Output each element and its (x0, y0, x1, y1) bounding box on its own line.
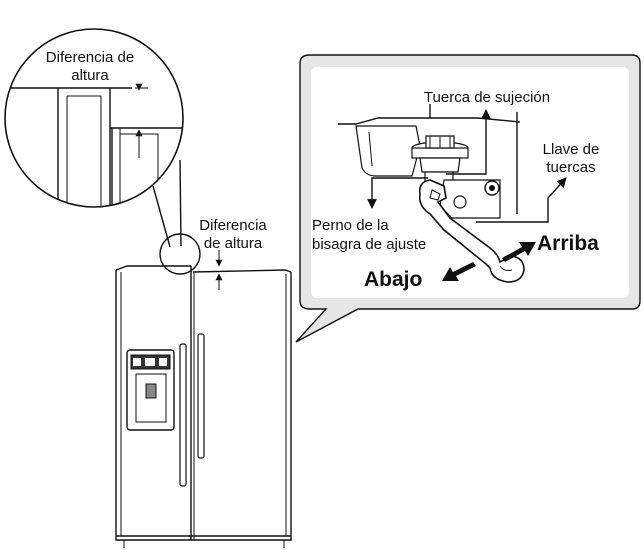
zoom-leader-right (179, 159, 182, 247)
down-arrow-icon (442, 262, 476, 281)
zoom-leader-left (152, 185, 171, 248)
nut-label: Tuerca de sujeción (424, 89, 550, 106)
right-handle (197, 333, 205, 459)
left-handle (179, 343, 187, 487)
up-label: Arriba (537, 232, 599, 255)
gap-label-line1: Diferencia (199, 217, 267, 234)
zoom-circle-outline (4, 28, 184, 208)
zoom-label-line2: altura (71, 67, 109, 84)
bolt-label-line1: Perno de la (312, 217, 389, 234)
wrench-pointer (476, 177, 567, 223)
up-arrow-icon (502, 242, 536, 262)
wrench-label-line2: tuercas (546, 159, 595, 176)
seam-highlight-circle (159, 233, 201, 275)
wrench-icon (418, 179, 525, 283)
fridge-body (115, 270, 292, 541)
bolt-pointer (367, 177, 428, 209)
right-door-top (192, 269, 292, 273)
zoom-circle: Diferencia de altura (4, 28, 184, 248)
wrench-label-line1: Llave de (543, 141, 600, 158)
detail-callout: Tuerca de sujeción Perno de la bisagra d… (295, 54, 641, 343)
hinge-illustration (338, 104, 521, 219)
zoom-label-line1: Diferencia de (46, 49, 134, 66)
gap-label-line2: de altura (204, 235, 263, 252)
water-ice-dispenser (126, 349, 175, 431)
bolt-label-line2: bisagra de ajuste (312, 236, 426, 253)
left-door-top (115, 265, 191, 271)
nut-pointer (446, 109, 491, 175)
down-label: Abajo (364, 268, 422, 291)
refrigerator: Diferencia de altura (115, 217, 292, 548)
